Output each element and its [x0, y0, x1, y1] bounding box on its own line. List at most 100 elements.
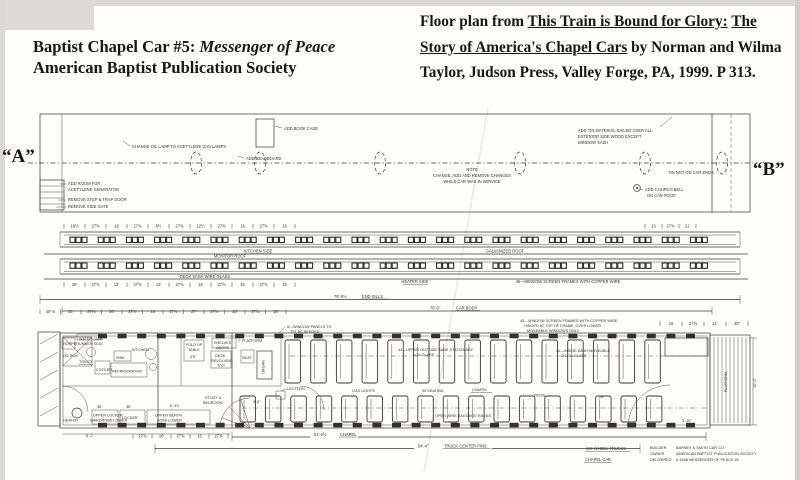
title-line-2: American Baptist Publication Society [33, 58, 297, 77]
clerestory-sash [238, 262, 245, 269]
roof-note-generator-1: ADD ROOM FOR [68, 181, 100, 186]
clerestory-sash [75, 262, 82, 269]
caption-page-ref: 1999. P 313. [678, 64, 756, 81]
clerestory-sash [295, 236, 302, 244]
cooler-shape [94, 360, 111, 375]
clerestory-sash [137, 262, 144, 269]
roof-note-service-1: NOTE [466, 167, 478, 172]
roof-note-tin-1: ADD TIN MATERIAL NAILED OVER ALL [578, 128, 653, 133]
scan-edge-top [0, 0, 800, 6]
clerestory-sash [498, 236, 505, 244]
window-stub-bottom [176, 422, 186, 428]
label-hopper: HOPPER [63, 342, 79, 346]
window-stub-top [529, 333, 539, 339]
clerestory-sash [667, 236, 674, 244]
elevation-kitchen-side: KITCHEN SIDE GALVANIZED ROOF [44, 231, 748, 255]
label-gas-lights: GAS LIGHTS [352, 389, 375, 393]
window-stub-bottom [627, 422, 637, 428]
window-stub-bottom [215, 422, 225, 428]
pew [544, 395, 561, 423]
window-stub-bottom [686, 422, 695, 428]
dim-label: 27⅝ [667, 224, 676, 229]
pew [391, 395, 409, 423]
window-stub-top [411, 333, 421, 339]
clerestory-sash [407, 236, 414, 244]
clerestory-sash [391, 236, 398, 244]
label-pews: PEWS [534, 394, 546, 398]
clerestory-sash [103, 236, 110, 244]
window-stub-bottom [411, 422, 421, 428]
clerestory-sash [97, 236, 104, 244]
window-stub-top [686, 333, 695, 339]
window-stub-bottom [274, 422, 284, 428]
pew [387, 339, 404, 384]
dim-label: 27⅝ [218, 282, 227, 287]
page-title: Baptist Chapel Car #5: Messenger of Peac… [33, 36, 335, 78]
window-stub-bottom [529, 422, 539, 428]
pew [310, 339, 327, 384]
label-water-tank-1: WATER TANK [79, 337, 104, 341]
clerestory-sash [131, 262, 138, 269]
clerestory-sash [695, 262, 702, 269]
dim-label: 27⅝ [260, 282, 269, 287]
window-stub-bottom [548, 422, 558, 428]
label-dim-36b: 36" [126, 405, 132, 409]
label-chapel: CHAPEL [472, 388, 487, 392]
label-chapel-car: CHAPEL CAR [585, 457, 611, 462]
clerestory-sash [188, 262, 195, 269]
window-stub-top [117, 333, 127, 339]
window-stub-bottom [646, 422, 656, 428]
clerestory-sash [661, 236, 668, 244]
window-stub-top [450, 333, 460, 339]
window-stub-bottom [392, 422, 401, 428]
pew [493, 395, 510, 423]
refrigerator-shape [110, 362, 148, 378]
window-stub-bottom [235, 422, 245, 428]
window-stub-top [588, 333, 597, 339]
pew [315, 395, 333, 423]
clerestory-sash [335, 262, 342, 269]
clerestory-sash [464, 236, 471, 244]
window-stub-top [313, 333, 323, 339]
dim-label: 27⅝ [169, 309, 178, 314]
pew [567, 339, 584, 384]
dim-label: 27⅝ [177, 434, 186, 439]
label-monitor-roof: MONITOR ROOF [214, 254, 247, 259]
label-screen-frames: 45—WINDOW SCREEN FRAMES WITH COPPER WIRE [516, 279, 621, 284]
dim-label: 27⅝ [260, 224, 269, 229]
clerestory-sash [589, 262, 596, 269]
clerestory-sash [548, 236, 555, 244]
clerestory-sash [689, 236, 696, 244]
label-dim-28: 28" [599, 395, 605, 399]
clerestory-sash [216, 262, 223, 269]
window-stub-top [509, 333, 519, 339]
clerestory-sash [266, 262, 273, 269]
window-stub-bottom [313, 422, 323, 428]
dim-label: 18 [198, 282, 203, 287]
clerestory-sash [301, 236, 308, 244]
clerestory-sash [673, 236, 680, 244]
clerestory-sash [81, 236, 88, 244]
clerestory-sash [379, 262, 386, 269]
clerestory-sash [351, 236, 358, 244]
clerestory-sash [633, 262, 640, 269]
label-shelves-2: ABOVE [216, 346, 230, 350]
window-stub-top [470, 333, 480, 339]
note-window-panels-2: FIT AS NEEDED [291, 330, 320, 334]
acetylene-generator-room [39, 179, 65, 211]
window-stub-top [215, 333, 225, 339]
clerestory-sash [476, 262, 483, 269]
floor-plan: HOPPER WATER TANK UNDER SEAT OIL BOX TOI… [37, 319, 757, 463]
desk-shape [210, 350, 232, 369]
window-stub-bottom [509, 422, 519, 428]
pew [518, 395, 536, 423]
pew [413, 339, 430, 384]
dim-label: 16½ [71, 224, 80, 229]
dim-label: 27⅝ [215, 434, 224, 439]
fold-up-table-shape [183, 339, 205, 362]
clerestory-sash [554, 236, 561, 244]
clerestory-sash [391, 262, 398, 269]
clerestory-sash [222, 236, 229, 244]
clerestory-sash [448, 262, 455, 269]
clerestory-sash [442, 262, 449, 269]
